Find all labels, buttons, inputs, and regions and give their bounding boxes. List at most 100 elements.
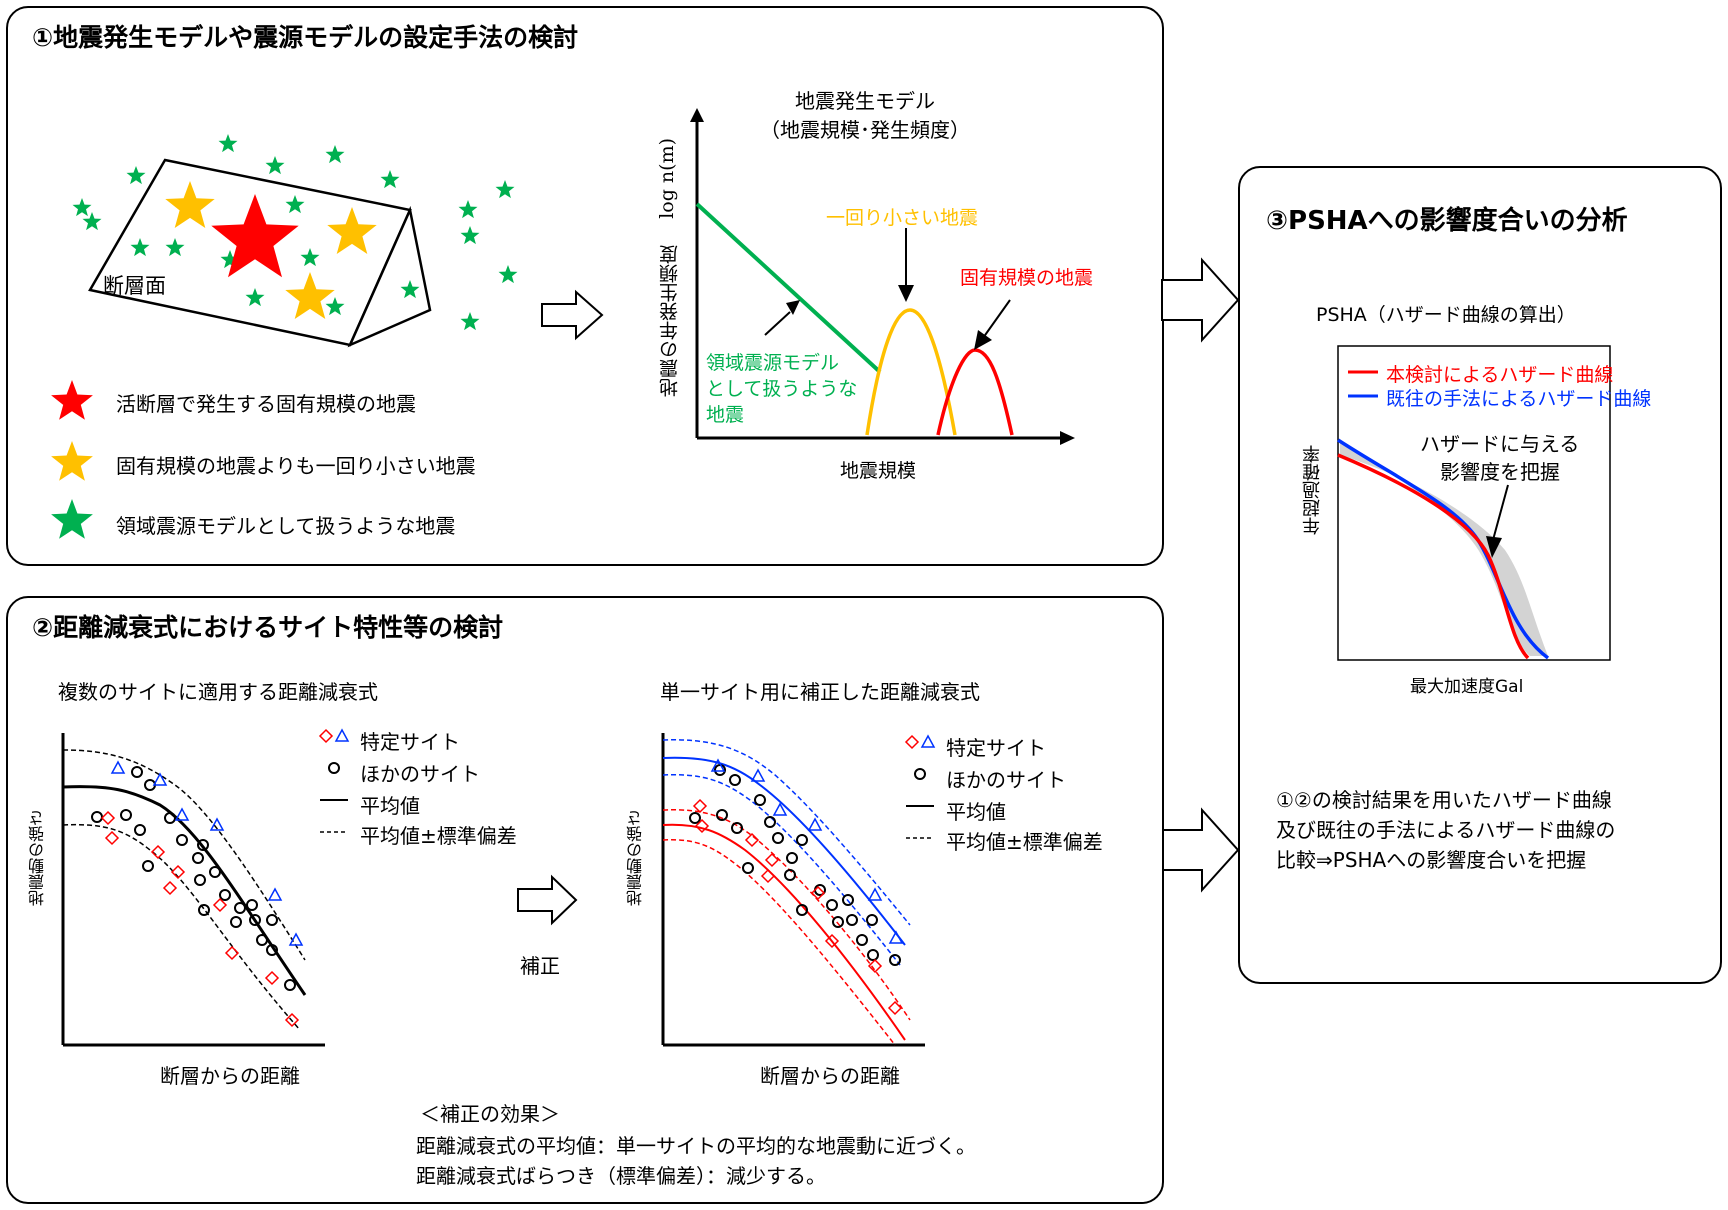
- specific-site-diamond: [284, 1012, 300, 1028]
- other-site-point: [266, 914, 278, 926]
- panel3-summary-3: 比較⇒PSHAへの影響度合いを把握: [1276, 848, 1587, 872]
- orange-curve-label: 一回り小さい地震: [826, 207, 979, 229]
- right-red-sd-lower: [662, 839, 896, 1046]
- other-site-point: [846, 914, 858, 926]
- specific-site-diamond: [100, 810, 116, 826]
- specific-site-diamond: [104, 830, 120, 846]
- specific-site-diamond: [264, 970, 280, 986]
- legend-item-large-earthquake: 活断層で発生する固有規模の地震: [116, 392, 416, 416]
- left-chart-subtitle: 複数のサイトに適用する距離減衰式: [58, 680, 378, 704]
- specific-site-diamond: [694, 818, 710, 834]
- small-star-icon: [325, 297, 345, 316]
- other-site-point: [198, 904, 210, 916]
- small-star-icon: [245, 288, 265, 307]
- red-curve: [936, 348, 1014, 436]
- small-star-icon: [460, 312, 480, 331]
- left-chart-x-label: 断層からの距離: [160, 1064, 300, 1088]
- specific-site-diamond: [162, 880, 178, 896]
- other-site-point: [142, 860, 154, 872]
- eq-model-title: 地震発生モデル: [795, 89, 935, 113]
- small-star-icon: [72, 198, 92, 217]
- medium-star-icon: [285, 272, 335, 319]
- other-site-point: [784, 869, 796, 881]
- other-site-point: [192, 852, 204, 864]
- correction-label: 補正: [520, 954, 560, 978]
- other-site-point: [729, 774, 741, 786]
- other-site-point: [197, 839, 209, 851]
- arrow-right-icon: [541, 289, 604, 341]
- small-star-icon: [130, 238, 150, 257]
- panel-attenuation: [6, 596, 1164, 1204]
- other-site-point: [266, 944, 278, 956]
- legend-green-star-icon: [51, 499, 93, 539]
- specific-site-triangle: [750, 768, 766, 782]
- legend-triangle-icon: [334, 728, 350, 742]
- left-legend-mean: 平均値: [360, 794, 420, 818]
- legend-circle-icon: [328, 762, 340, 774]
- attenuation-charts: [61, 728, 936, 1047]
- left-sd-upper: [62, 749, 306, 961]
- right-red-mean: [662, 823, 906, 1041]
- other-site-point: [772, 832, 784, 844]
- other-site-point: [176, 834, 188, 846]
- other-site-point: [832, 916, 844, 928]
- right-legend-other: ほかのサイト: [946, 768, 1066, 792]
- legend-triangle-icon: [920, 734, 936, 748]
- specific-site-diamond: [212, 897, 228, 913]
- other-site-point: [256, 934, 268, 946]
- specific-site-triangle: [110, 760, 126, 774]
- psha-subtitle: PSHA（ハザード曲線の算出）: [1316, 304, 1576, 326]
- other-site-point: [194, 874, 206, 886]
- legend-item-medium-earthquake: 固有規模の地震よりも一回り小さい地震: [116, 454, 476, 478]
- other-site-point: [786, 852, 798, 864]
- other-site-point: [889, 954, 901, 966]
- other-site-point: [164, 812, 176, 824]
- specific-site-diamond: [760, 868, 776, 884]
- hazard-legend-red: 本検討によるハザード曲線: [1386, 364, 1614, 386]
- other-site-point: [867, 949, 879, 961]
- specific-site-diamond: [810, 885, 826, 901]
- specific-site-triangle: [772, 802, 788, 816]
- specific-site-triangle: [807, 817, 823, 831]
- other-site-point: [716, 809, 728, 821]
- other-site-point: [134, 824, 146, 836]
- legend-diamond-icon: [318, 728, 334, 744]
- medium-star-icon: [327, 207, 377, 254]
- other-site-point: [246, 899, 258, 911]
- specific-site-diamond: [824, 933, 840, 949]
- right-chart-x-label: 断層からの距離: [760, 1064, 900, 1088]
- specific-site-triangle: [288, 932, 304, 946]
- right-legend-sd: 平均値±標準偏差: [946, 830, 1103, 854]
- other-site-point: [842, 894, 854, 906]
- specific-site-diamond: [764, 852, 780, 868]
- legend-orange-star-icon: [51, 441, 93, 481]
- other-site-point: [866, 914, 878, 926]
- other-site-point: [764, 816, 776, 828]
- small-star-icon: [165, 238, 185, 257]
- eq-model-x-label: 地震規模: [840, 460, 917, 482]
- hazard-x-label: 最大加速度Gal: [1410, 677, 1524, 697]
- effect-title: ＜補正の効果＞: [420, 1102, 560, 1126]
- panel3-summary-1: ①②の検討結果を用いたハザード曲線: [1276, 788, 1612, 812]
- specific-site-diamond: [744, 832, 760, 848]
- other-site-point: [249, 914, 261, 926]
- specific-site-diamond: [150, 844, 166, 860]
- left-legend-specific: 特定サイト: [360, 730, 460, 754]
- specific-site-triangle: [710, 758, 726, 772]
- other-site-point: [796, 904, 808, 916]
- arrow-right-icon-to-panel3-top: [1161, 257, 1240, 343]
- small-star-icon: [325, 145, 345, 164]
- hazard-annotation-1: ハザードに与える: [1420, 432, 1580, 456]
- small-star-icon: [460, 226, 480, 245]
- green-curve-label-1: 領域震源モデル: [706, 352, 840, 374]
- eq-model-chart: [690, 108, 1075, 445]
- right-chart-subtitle: 単一サイト用に補正した距離減衰式: [660, 680, 980, 704]
- panel3-summary-2: 及び既往の手法によるハザード曲線の: [1276, 818, 1616, 842]
- small-star-icon: [126, 166, 146, 185]
- specific-site-triangle: [867, 887, 883, 901]
- other-site-point: [230, 916, 242, 928]
- right-legend-mean: 平均値: [946, 800, 1006, 824]
- small-star-icon: [218, 134, 238, 153]
- specific-site-diamond: [692, 798, 708, 814]
